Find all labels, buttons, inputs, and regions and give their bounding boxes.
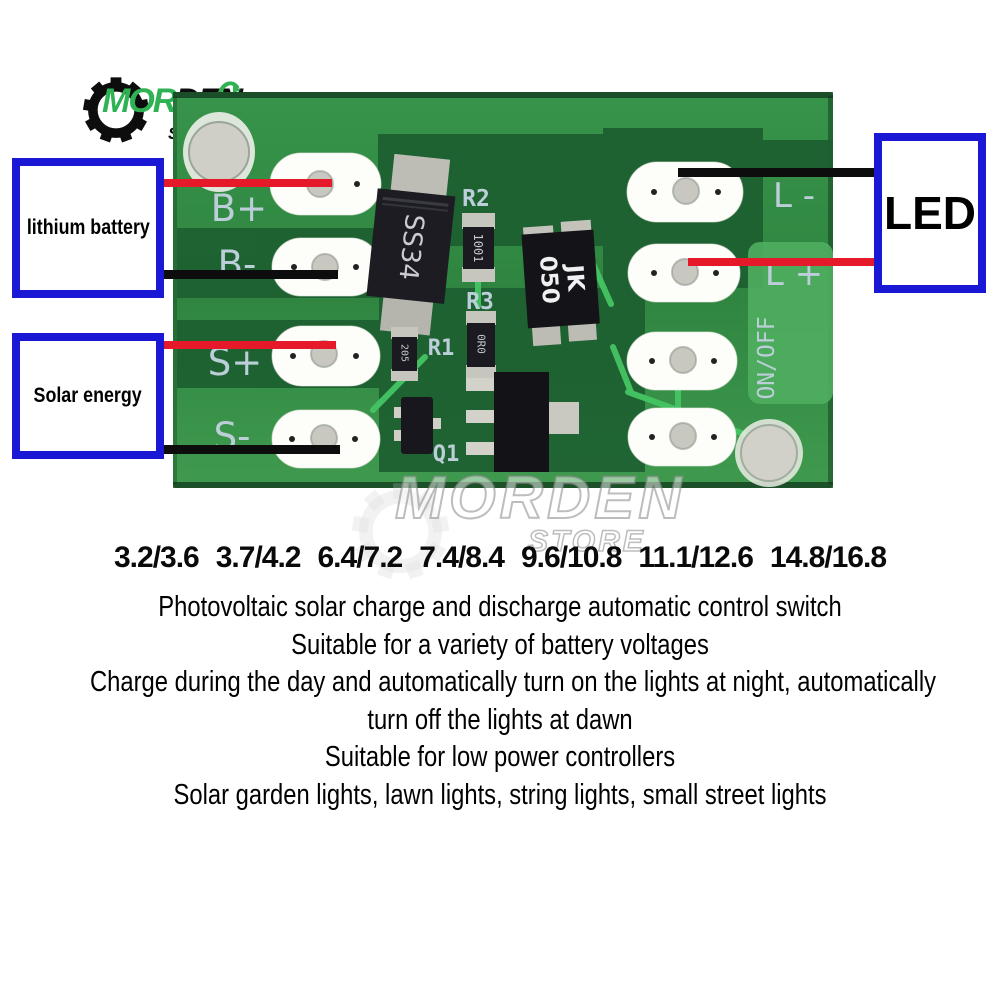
- resistor-r3-marking: 0R0: [475, 334, 488, 354]
- description-line: Photovoltaic solar charge and discharge …: [158, 591, 842, 623]
- resistor-r1: 205: [391, 327, 418, 381]
- voltage-option: 7.4/8.4: [419, 541, 505, 574]
- pad-b-minus: [271, 237, 381, 297]
- regulator-ic: [466, 372, 579, 472]
- resistor-r3: 0R0: [466, 311, 496, 379]
- pcb-photo: SS34 1001 JK 050 0R0: [173, 92, 833, 488]
- solar-callout-label: Solar energy: [33, 384, 143, 407]
- pad-label-b-plus: B+: [211, 187, 267, 230]
- mounting-hole-bottom-right: [735, 419, 803, 487]
- ref-label-r2: R2: [462, 186, 490, 212]
- product-description: Photovoltaic solar charge and discharge …: [0, 589, 1000, 814]
- diode-ss34: SS34: [366, 153, 456, 336]
- voltage-options-row: 3.2/3.6 3.7/4.2 6.4/7.2 7.4/8.4 9.6/10.8…: [0, 541, 1000, 575]
- wire-battery-positive: [160, 179, 332, 187]
- resistor-r2: 1001: [462, 213, 495, 282]
- led-callout-label: LED: [884, 187, 976, 239]
- chip-marking-line1: JK: [561, 262, 589, 293]
- voltage-option: 14.8/16.8: [769, 541, 887, 574]
- on-off-label: ON/OFF: [754, 316, 780, 399]
- wire-battery-negative: [160, 270, 338, 279]
- resistor-r1-marking: 205: [399, 344, 410, 362]
- solar-callout-box: Solar energy: [12, 333, 164, 459]
- led-callout-box: LED: [874, 133, 986, 293]
- pad-s-plus: [271, 325, 381, 387]
- resistor-r2-marking: 1001: [471, 234, 485, 263]
- ref-label-r1: R1: [428, 336, 455, 361]
- gear-icon: [82, 77, 150, 143]
- description-line: Suitable for low power controllers: [324, 741, 676, 773]
- description-line: Charge during the day and automatically …: [90, 666, 937, 698]
- pad-label-b-minus: B-: [218, 243, 257, 286]
- board-edge-left: [173, 96, 177, 484]
- ref-label-q1: Q1: [433, 442, 460, 467]
- on-off-silkscreen-region: [748, 242, 833, 404]
- pad-l-plus: [627, 243, 741, 303]
- brand-text-mor: MOR: [102, 82, 177, 120]
- description-line: Solar garden lights, lawn lights, string…: [173, 778, 827, 811]
- voltage-option: 11.1/12.6: [638, 541, 753, 574]
- pad-aux-bottom: [627, 407, 737, 467]
- transistor-q1: [394, 397, 441, 454]
- wire-led-positive: [688, 258, 876, 266]
- chip-jk050: JK 050: [521, 219, 600, 347]
- pad-aux-top: [626, 331, 738, 391]
- voltage-option: 9.6/10.8: [520, 541, 622, 574]
- chip-marking-line2: 050: [534, 255, 563, 305]
- battery-callout-label: lithium battery: [26, 216, 150, 239]
- pad-s-minus: [271, 409, 381, 469]
- description-line: Suitable for a variety of battery voltag…: [291, 628, 709, 661]
- wire-solar-positive: [160, 341, 336, 349]
- mounting-hole-top-left: [183, 112, 255, 192]
- board-edge-top: [173, 92, 833, 98]
- wire-led-negative: [678, 168, 876, 177]
- pad-l-minus: [626, 161, 744, 223]
- pad-label-l-minus: L -: [773, 176, 815, 216]
- diode-marking: SS34: [392, 213, 429, 282]
- ref-label-r3: R3: [466, 289, 494, 315]
- battery-callout-box: lithium battery: [12, 158, 164, 298]
- voltage-option: 3.2/3.6: [113, 541, 200, 574]
- board-edge-bottom: [173, 482, 833, 488]
- voltage-option: 3.7/4.2: [215, 541, 302, 574]
- description-line: turn off the lights at dawn: [367, 703, 633, 736]
- wire-solar-negative: [160, 445, 340, 454]
- voltage-option: 6.4/7.2: [317, 541, 403, 574]
